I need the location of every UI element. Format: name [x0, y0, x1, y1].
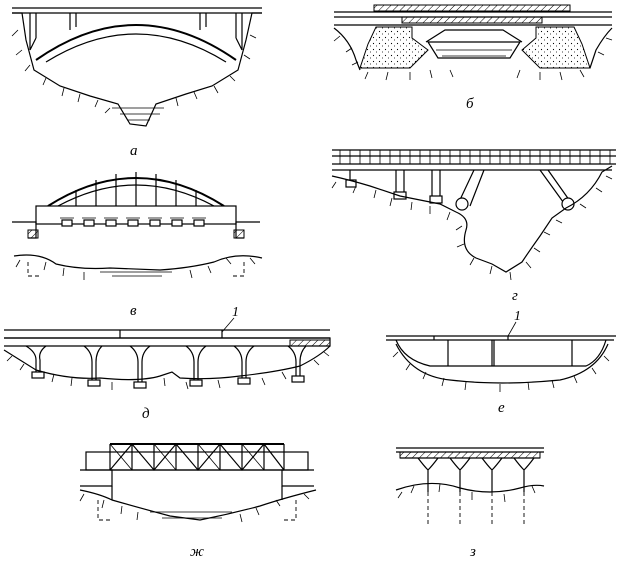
caption-g: г [512, 288, 518, 304]
panel-e-continuous-beam: 1 е [386, 309, 616, 416]
panel-b-slab-bridge: б [333, 4, 613, 112]
callout-e: 1 [514, 309, 521, 324]
caption-b: б [466, 96, 474, 112]
caption-z: з [469, 544, 476, 560]
caption-e: е [498, 400, 505, 416]
panel-g-viaduct: г [331, 149, 616, 304]
panel-z-trestle: з [395, 447, 545, 560]
panel-a-arch-bridge: а [11, 7, 262, 159]
panel-zh-truss-bridge: ж [79, 443, 317, 560]
caption-zh: ж [190, 544, 204, 560]
caption-d: д [142, 406, 150, 422]
caption-a: а [130, 143, 138, 159]
panel-d-beam-bridge: 1 д [3, 305, 331, 422]
callout-d: 1 [232, 305, 239, 320]
panel-v-tied-arch: в [12, 172, 263, 319]
caption-v: в [130, 303, 137, 319]
